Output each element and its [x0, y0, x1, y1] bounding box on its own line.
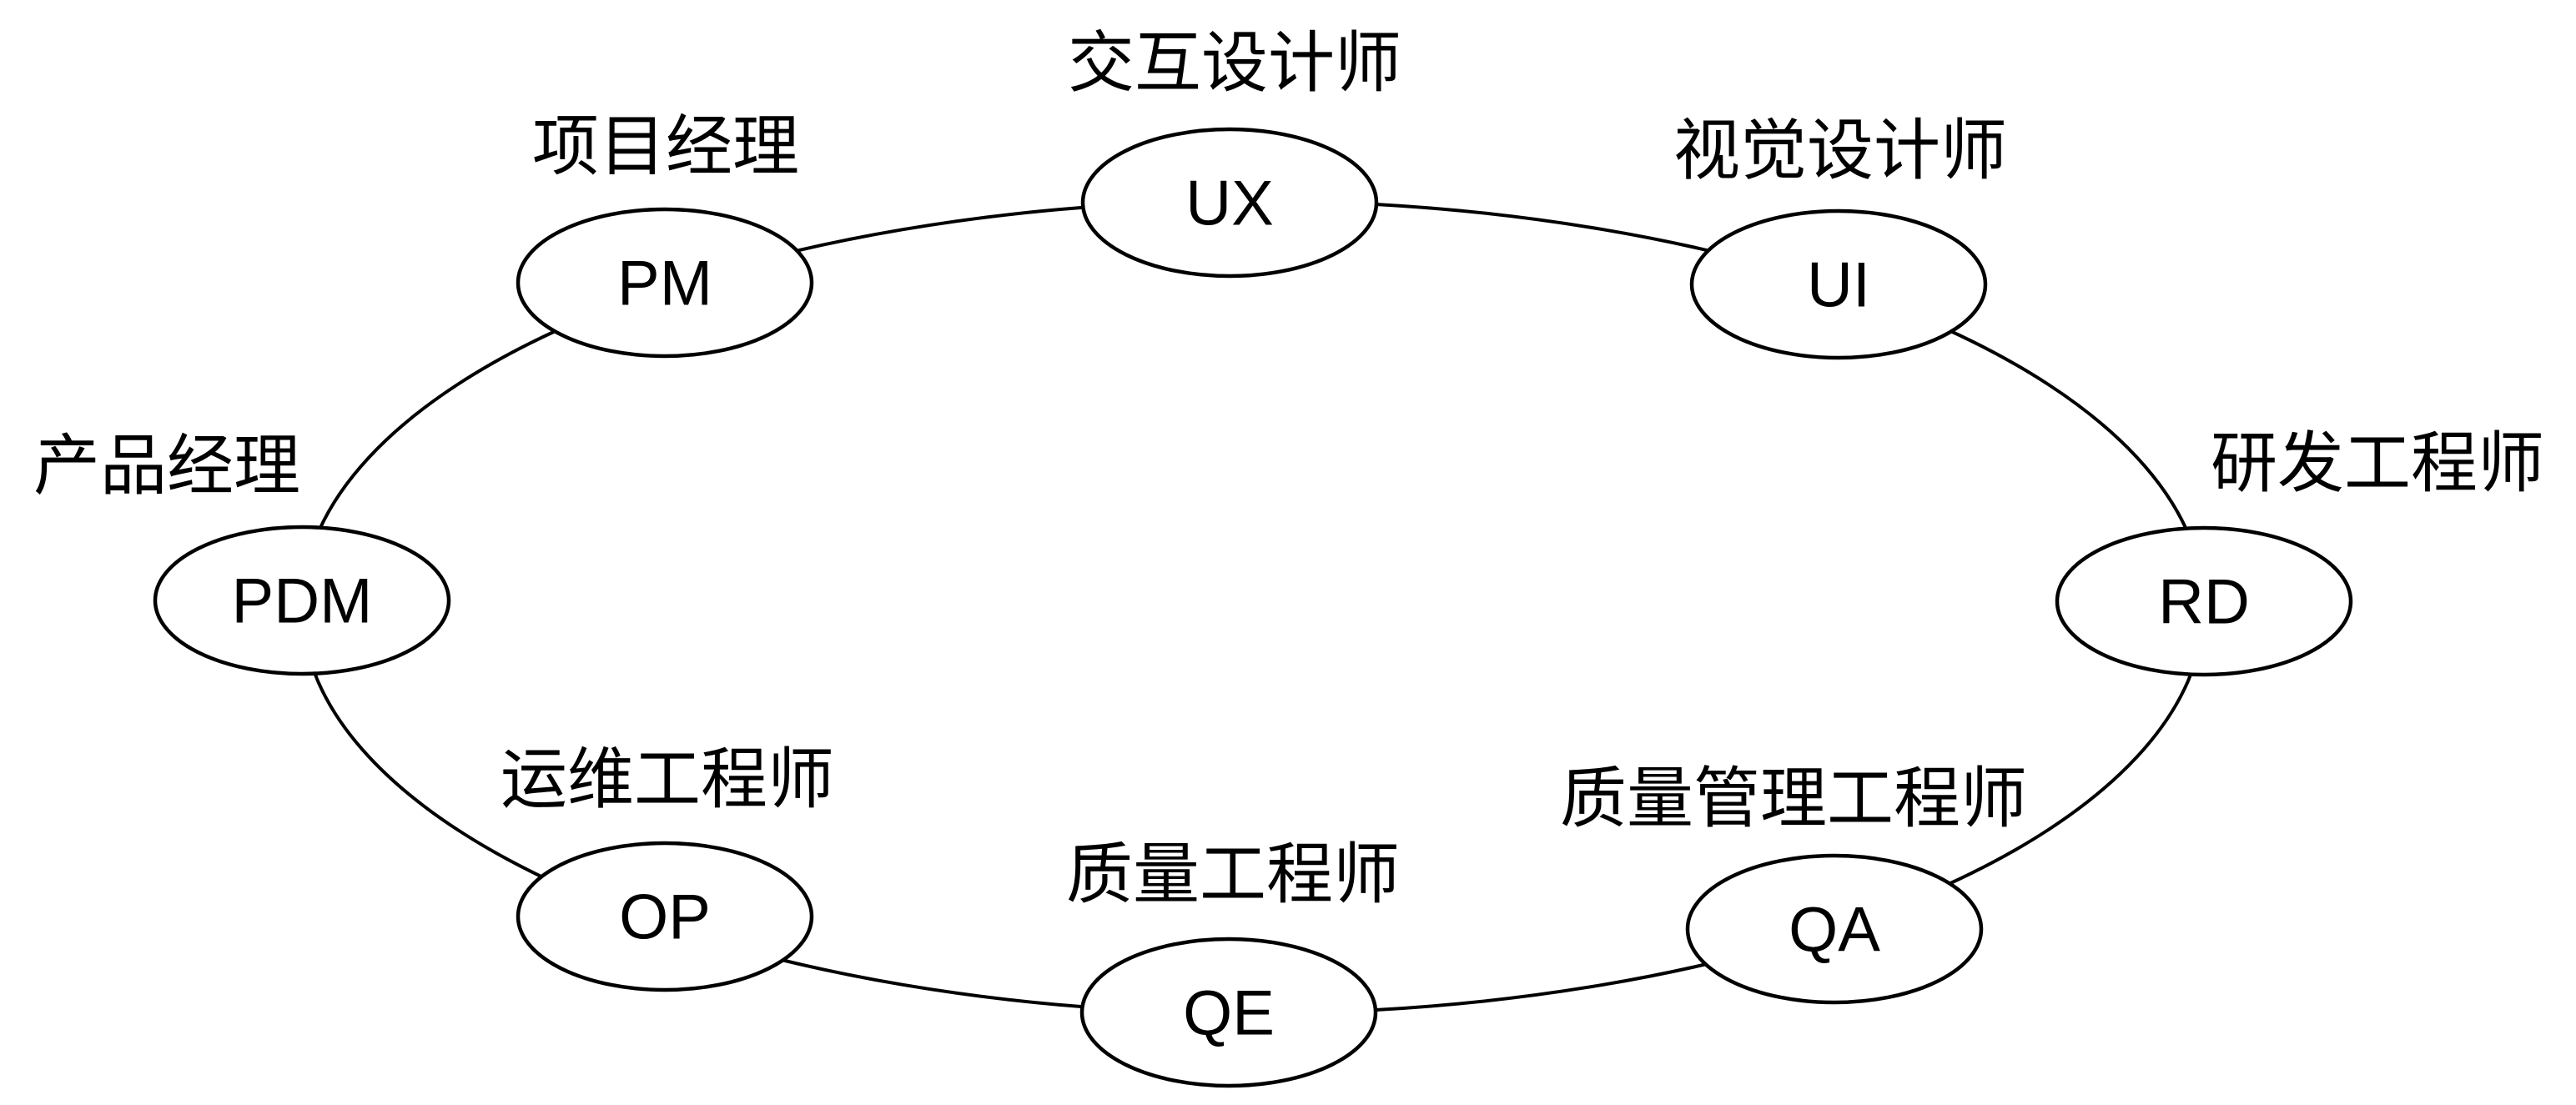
diagram-node-pdm: PDM 产品经理 — [33, 429, 451, 676]
node-abbr-label: UX — [1185, 168, 1274, 239]
diagram-node-pm: PM 项目经理 — [516, 109, 814, 359]
node-ellipse-ui — [1689, 208, 1988, 360]
node-ellipse-ux — [1080, 127, 1379, 279]
node-abbr-label: UI — [1807, 250, 1870, 321]
node-abbr-label: PDM — [232, 566, 373, 637]
node-role-label: 运维工程师 — [501, 742, 834, 816]
node-abbr-label: PM — [617, 249, 712, 319]
node-role-label: 交互设计师 — [1068, 26, 1401, 100]
node-role-label: 研发工程师 — [2211, 426, 2544, 500]
node-abbr-label: OP — [619, 882, 711, 953]
diagram-node-qe: QE 质量工程师 — [1066, 837, 1400, 1088]
node-role-label: 质量管理工程师 — [1560, 761, 2027, 836]
node-ellipse-rd — [2055, 525, 2353, 677]
node-abbr-label: QE — [1183, 978, 1275, 1049]
node-ellipse-pm — [516, 207, 814, 359]
node-ellipse-qa — [1685, 853, 1984, 1005]
diagram-node-qa: QA 质量管理工程师 — [1560, 761, 2027, 1005]
node-role-label: 质量工程师 — [1066, 837, 1400, 912]
node-role-label: 产品经理 — [33, 429, 300, 503]
node-ellipse-qe — [1079, 937, 1378, 1088]
node-role-label: 项目经理 — [532, 109, 799, 183]
diagram-node-ui: UI 视觉设计师 — [1673, 113, 2007, 360]
node-layer: PDM 产品经理 PM 项目经理 UX 交互设计师 UI 视觉设计师 RD 研发工程师 QA 质量管理… — [33, 26, 2544, 1088]
node-abbr-label: RD — [2158, 567, 2250, 638]
diagram-node-op: OP 运维工程师 — [501, 742, 834, 992]
diagram-node-ux: UX 交互设计师 — [1068, 26, 1401, 279]
node-ellipse-pdm — [153, 525, 451, 676]
node-role-label: 视觉设计师 — [1673, 113, 2007, 188]
node-abbr-label: QA — [1789, 895, 1880, 966]
diagram-node-rd: RD 研发工程师 — [2055, 426, 2544, 677]
node-ellipse-op — [516, 841, 814, 992]
